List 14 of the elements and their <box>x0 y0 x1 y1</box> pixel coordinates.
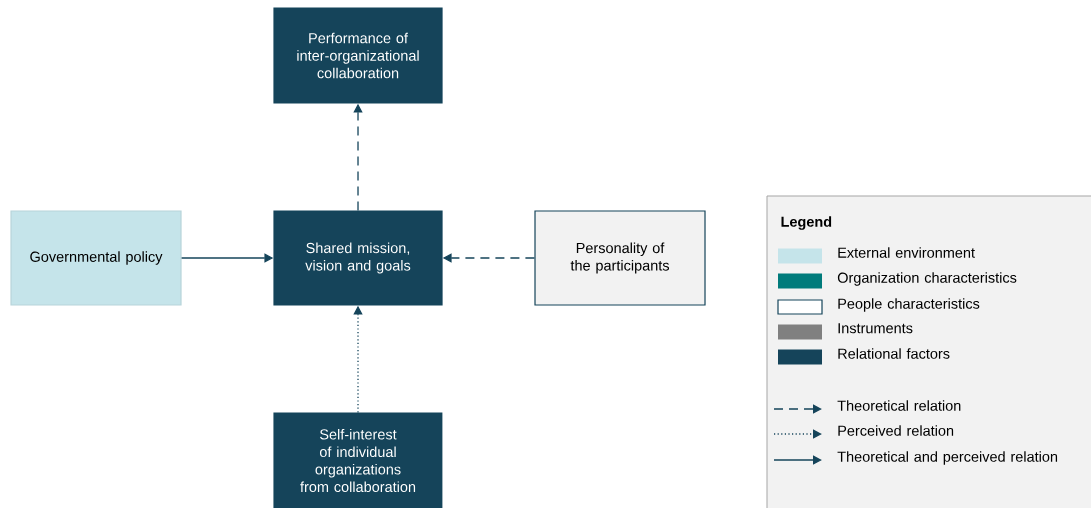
process-box: Self-interest of individual organizations from collaboration <box>273 412 443 508</box>
legend-text: External environment <box>838 247 975 258</box>
legend-text: Theoretical and perceived relation <box>837 451 1058 465</box>
legend-text: Instruments <box>838 323 913 334</box>
legend-title: Legend <box>781 216 832 230</box>
legend-text: Relational factors <box>838 348 950 359</box>
process-box: Performance of inter-organizational collaboration <box>273 7 443 104</box>
process-box: Shared mission, vision and goals <box>273 210 443 306</box>
legend-text: Perceived relation <box>838 425 954 436</box>
legend-text: Organization characteristics <box>837 272 1017 286</box>
legend-text: People characteristics <box>838 298 980 312</box>
process-box: Governmental policy <box>10 210 182 306</box>
process-box: Personality of the participants <box>534 210 706 306</box>
legend-text: Theoretical relation <box>837 400 961 411</box>
